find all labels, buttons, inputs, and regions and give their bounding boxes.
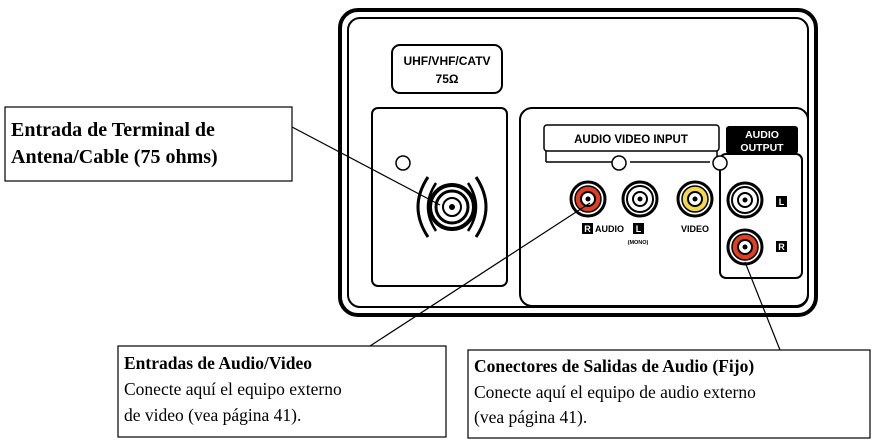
- audio-outputs-leader-line: [744, 261, 781, 351]
- audio-output-indicator-hole: [712, 155, 728, 171]
- antenna-callout-line1: Entrada de Terminal de: [11, 119, 215, 141]
- av-subpanel: [519, 107, 809, 307]
- audio-out-r-badge: [776, 241, 787, 252]
- audio-in-r-badge: [582, 223, 593, 234]
- audio-in-l-badge-text: L: [636, 224, 642, 234]
- antenna-leader-line: [291, 126, 441, 206]
- antenna-label-line1: UHF/VHF/CATV: [403, 54, 490, 68]
- av-indicator-hole: [611, 155, 627, 171]
- audio-out-r-jack[interactable]: [726, 228, 764, 266]
- audio-in-l-badge: [633, 223, 644, 234]
- antenna-subpanel: [371, 107, 508, 287]
- av-input-header-box: [543, 124, 720, 152]
- antenna-connector[interactable]: [428, 183, 476, 231]
- audio-outputs-callout-box: [467, 349, 871, 439]
- av-inputs-callout-body2: de video (vea página 41).: [124, 405, 301, 425]
- audio-in-word: AUDIO: [595, 224, 624, 234]
- audio-outputs-callout-body2: (vea página 41).: [474, 407, 587, 427]
- audio-outputs-callout-title: Conectores de Salidas de Audio (Fijo): [474, 356, 754, 376]
- antenna-callout-line2: Antena/Cable (75 ohms): [11, 146, 218, 168]
- av-inputs-callout-body1: Conecte aquí el equipo externo: [124, 379, 342, 399]
- antenna-bracket-right: [474, 176, 488, 238]
- tv-back-panel-outer: [338, 8, 818, 317]
- av-inputs-callout-box: [117, 345, 447, 438]
- audio-outputs-callout-body1: Conecte aquí el equipo de audio externo: [474, 382, 756, 402]
- audio-output-header-line2: OUTPUT: [740, 142, 784, 154]
- audio-out-l-jack[interactable]: [726, 181, 764, 219]
- antenna-label-line2: 75Ω: [436, 72, 459, 86]
- video-in-jack[interactable]: [676, 180, 714, 218]
- antenna-bracket-left: [416, 176, 430, 238]
- av-inputs-leader-line: [369, 202, 591, 347]
- antenna-callout-box: [4, 106, 293, 182]
- audio-in-r-badge-text: R: [584, 224, 591, 234]
- av-inputs-callout-title: Entradas de Audio/Video: [124, 353, 312, 373]
- av-input-header: AUDIO VIDEO INPUT: [574, 134, 688, 146]
- audio-out-l-badge-text: L: [779, 197, 785, 207]
- audio-output-header-box: [726, 126, 798, 154]
- av-input-bracket: [545, 151, 718, 163]
- antenna-label-box: [391, 44, 503, 94]
- audio-out-r-badge-text: R: [778, 242, 785, 252]
- video-in-label: VIDEO: [681, 224, 709, 234]
- audio-out-l-badge: [776, 196, 787, 207]
- audio-output-box: [719, 153, 803, 279]
- audio-in-r-jack[interactable]: [569, 180, 607, 218]
- audio-output-header-line1: AUDIO: [745, 129, 779, 141]
- audio-in-mono-note: (MONO): [628, 240, 649, 246]
- antenna-indicator-hole: [395, 155, 411, 171]
- audio-in-l-jack[interactable]: [621, 180, 659, 218]
